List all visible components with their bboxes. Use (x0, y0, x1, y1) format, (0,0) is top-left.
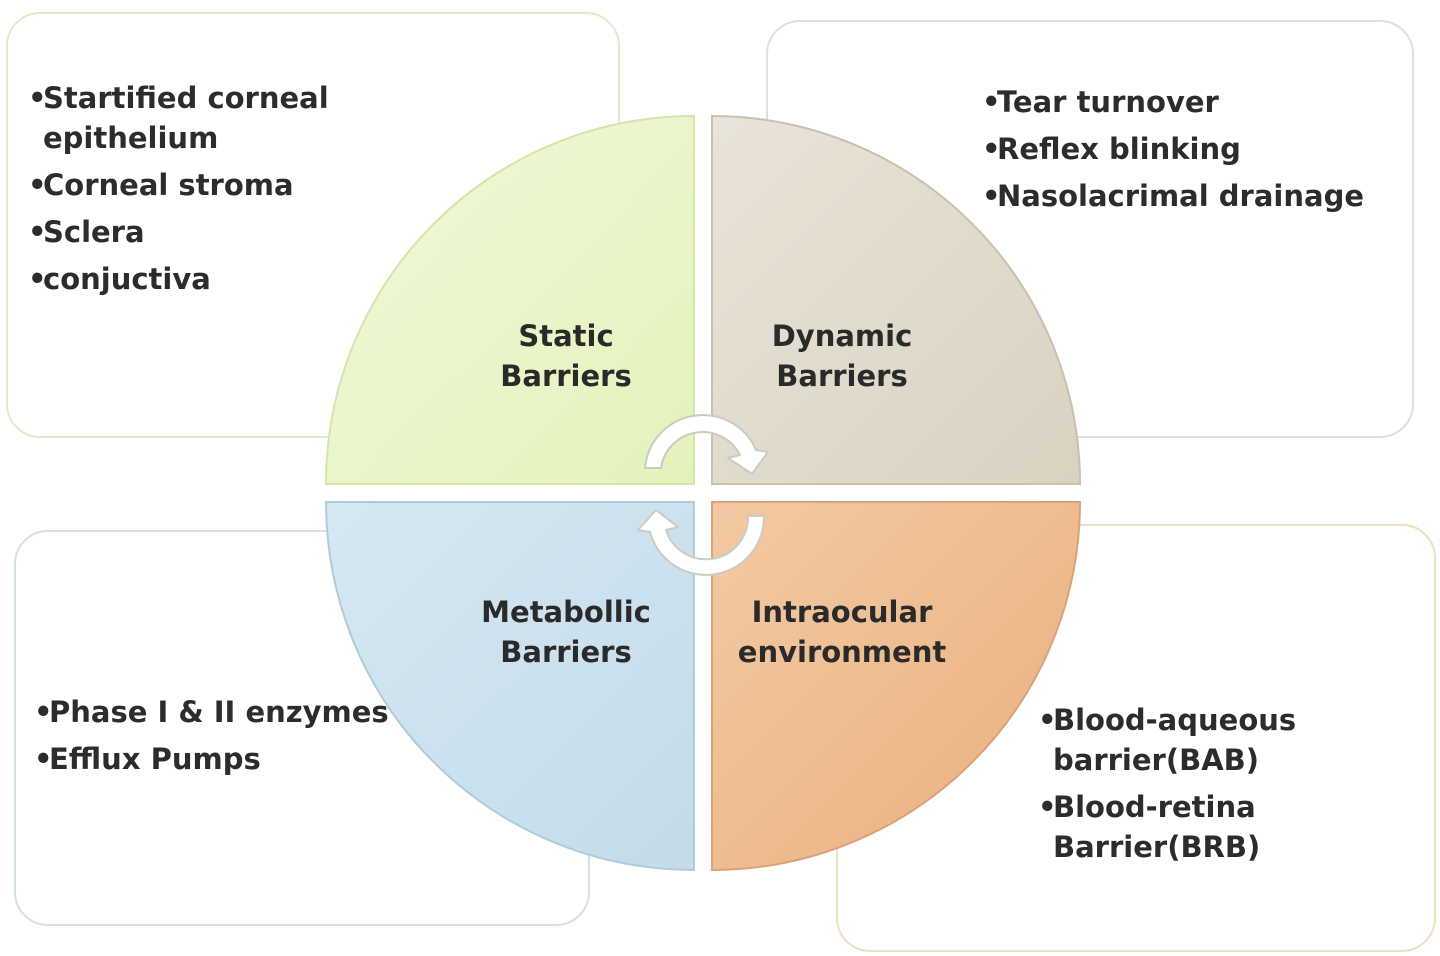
title-line: environment (737, 635, 947, 669)
list-item: conjuctiva (28, 259, 358, 299)
list-item: Corneal stroma (28, 165, 358, 205)
intraocular-environment-title: Intraocular environment (692, 592, 992, 672)
list-item: Reflex blinking (982, 129, 1402, 169)
list-item: Blood-retina Barrier(BRB) (1038, 787, 1338, 867)
circular-arrows-icon (637, 414, 769, 576)
dynamic-barriers-quadrant (711, 114, 1082, 485)
list-item: Tear turnover (982, 82, 1402, 122)
title-line: Intraocular (751, 595, 933, 629)
static-barriers-quadrant (324, 114, 695, 485)
metabolic-barriers-title: Metabollic Barriers (416, 592, 716, 672)
title-line: Static (518, 319, 614, 353)
arrow-upper-icon (644, 414, 769, 475)
list-item: Startified corneal epithelium (28, 78, 358, 158)
list-item: Sclera (28, 212, 358, 252)
static-barriers-title: Static Barriers (416, 316, 716, 396)
static-barriers-list: Startified corneal epithelium Corneal st… (28, 78, 358, 306)
title-line: Barriers (500, 635, 632, 669)
title-line: Dynamic (771, 319, 913, 353)
list-item: Phase I & II enzymes (34, 692, 434, 732)
intraocular-environment-quadrant (711, 501, 1082, 872)
metabolic-barriers-quadrant (324, 501, 695, 872)
metabolic-barriers-list: Phase I & II enzymes Efflux Pumps (34, 692, 434, 786)
title-line: Barriers (776, 359, 908, 393)
title-line: Barriers (500, 359, 632, 393)
intraocular-environment-list: Blood-aqueous barrier(BAB) Blood-retina … (1038, 700, 1338, 874)
list-item: Nasolacrimal drainage (982, 176, 1402, 216)
dynamic-barriers-list: Tear turnover Reflex blinking Nasolacrim… (982, 82, 1402, 223)
title-line: Metabollic (481, 595, 651, 629)
list-item: Efflux Pumps (34, 739, 434, 779)
dynamic-barriers-title: Dynamic Barriers (692, 316, 992, 396)
list-item: Blood-aqueous barrier(BAB) (1038, 700, 1338, 780)
arrow-lower-icon (637, 509, 766, 576)
